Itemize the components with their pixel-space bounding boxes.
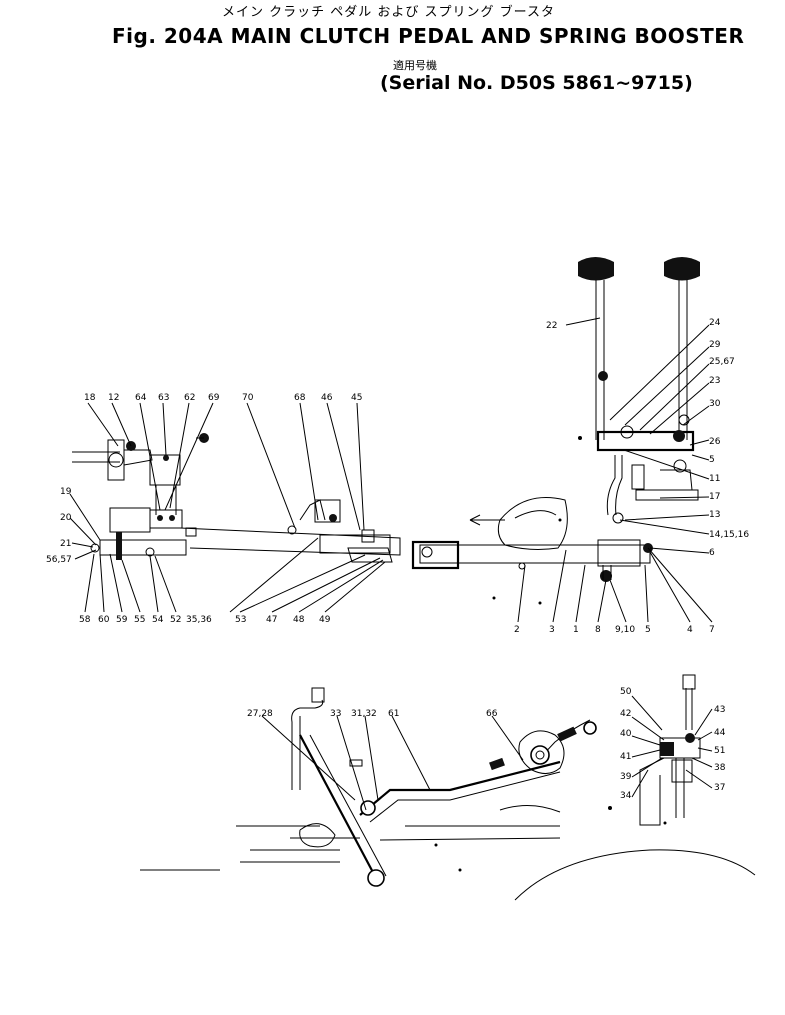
- callout-label: 5: [645, 625, 651, 635]
- callout-label: 41: [620, 752, 631, 762]
- callout-label: 61: [388, 709, 399, 719]
- callout-label: 7: [709, 625, 715, 635]
- brake-pedal-pad: [664, 257, 700, 281]
- serial-number-range: (Serial No. D50S 5861~9715): [380, 72, 693, 94]
- callout-label: 34: [620, 791, 632, 801]
- callout-label: 59: [116, 615, 128, 625]
- callout-leader-lines: [69, 317, 713, 811]
- callout-label: 1: [573, 625, 579, 635]
- callout-label: 60: [98, 615, 110, 625]
- callout-label: 40: [620, 729, 632, 739]
- callout-label: 25,67: [709, 357, 735, 367]
- callout-label: 68: [294, 393, 306, 403]
- callout-label: 11: [709, 474, 720, 484]
- callout-label: 44: [714, 728, 726, 738]
- callout-label: 55: [134, 615, 145, 625]
- callout-label: 70: [242, 393, 254, 403]
- callout-label: 48: [293, 615, 305, 625]
- callout-label: 23: [709, 376, 720, 386]
- callout-label: 58: [79, 615, 91, 625]
- callout-group-lower-main: 27,28 33 31,32 61 66: [247, 709, 498, 719]
- callout-label: 43: [714, 705, 725, 715]
- callout-label: 37: [714, 783, 725, 793]
- callout-label: 56,57: [46, 555, 72, 565]
- callout-label: 38: [714, 763, 726, 773]
- callout-label: 39: [620, 772, 632, 782]
- callout-label: 3: [549, 625, 555, 635]
- callout-label: 33: [330, 709, 341, 719]
- callout-label: 30: [709, 399, 721, 409]
- callout-label: 69: [208, 393, 220, 403]
- spring-booster-drawing: [140, 687, 756, 901]
- callout-group-left-side: 19 20 21 56,57: [46, 487, 72, 565]
- callout-label: 62: [184, 393, 195, 403]
- callout-label: 19: [60, 487, 72, 497]
- callout-label: 53: [235, 615, 246, 625]
- callout-group-right-top: 22 24 29 25,67 23 30 26 5 11 17 13 14,15…: [546, 318, 749, 558]
- callout-label: 63: [158, 393, 169, 403]
- callout-label: 24: [709, 318, 721, 328]
- callout-label: 31,32: [351, 709, 377, 719]
- callout-label: 18: [84, 393, 96, 403]
- pedal-assembly-drawing: [411, 257, 700, 605]
- callout-label: 45: [351, 393, 362, 403]
- callout-group-left-top: 18 12 64 63 62 69 70 68 46 45: [84, 393, 362, 403]
- callout-label: 14,15,16: [709, 530, 749, 540]
- callout-group-left-bottom: 58 60 59 55 54 52 35,36 53 47 48 49: [79, 615, 331, 625]
- callout-label: 17: [709, 492, 720, 502]
- callout-label: 46: [321, 393, 333, 403]
- callout-label: 8: [595, 625, 601, 635]
- callout-label: 54: [152, 615, 164, 625]
- callout-label: 47: [266, 615, 277, 625]
- callout-label: 6: [709, 548, 715, 558]
- clutch-pedal-pad: [578, 257, 614, 281]
- callout-label: 27,28: [247, 709, 273, 719]
- callout-label: 22: [546, 321, 557, 331]
- serial-label-japanese: 適用号機: [393, 59, 437, 72]
- callout-label: 29: [709, 340, 721, 350]
- callout-label: 49: [319, 615, 331, 625]
- callout-label: 50: [620, 687, 632, 697]
- callout-group-right-bottom: 2 3 1 8 9,10 5 4 7: [514, 625, 715, 635]
- callout-label: 66: [486, 709, 498, 719]
- callout-label: 26: [709, 437, 721, 447]
- linkage-assembly-drawing: [72, 433, 401, 563]
- callout-label: 64: [135, 393, 147, 403]
- callout-label: 2: [514, 625, 520, 635]
- booster-detail-drawing: [639, 674, 701, 826]
- callout-label: 5: [709, 455, 715, 465]
- japanese-title: メイン クラッチ ペダル および スプリング ブースタ: [222, 5, 556, 20]
- callout-group-lower-right: 50 42 40 41 39 34 43 44 51 38 37: [620, 687, 726, 801]
- callout-label: 42: [620, 709, 631, 719]
- figure-title: Fig. 204A MAIN CLUTCH PEDAL AND SPRING B…: [112, 24, 745, 48]
- callout-label: 13: [709, 510, 720, 520]
- callout-label: 20: [60, 513, 72, 523]
- callout-label: 35,36: [186, 615, 212, 625]
- callout-label: 12: [108, 393, 119, 403]
- callout-label: 52: [170, 615, 181, 625]
- callout-label: 4: [687, 625, 693, 635]
- callout-label: 51: [714, 746, 725, 756]
- callout-label: 21: [60, 539, 71, 549]
- callout-label: 9,10: [615, 625, 635, 635]
